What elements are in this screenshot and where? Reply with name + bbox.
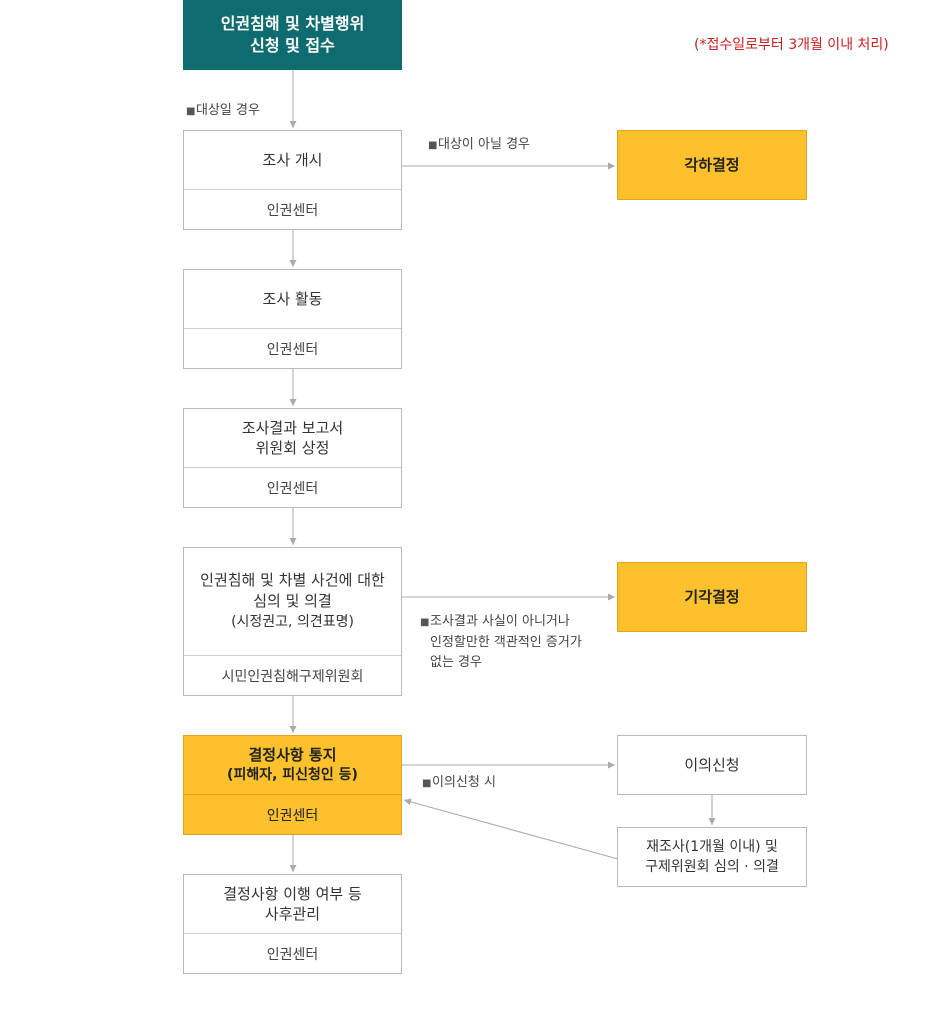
outcome-reinvestigation-line1: 재조사(1개월 이내) 및 bbox=[646, 839, 778, 855]
note-objection-when: ■이의신청 시 bbox=[422, 773, 496, 794]
step-start-org: 인권센터 bbox=[184, 189, 401, 229]
step-follow-line2: 사후관리 bbox=[264, 905, 321, 923]
step-report: 조사결과 보고서 위원회 상정 인권센터 bbox=[183, 408, 402, 508]
note-objection-text: 이의신청 시 bbox=[432, 775, 496, 790]
note-not-eligible: ■대상이 아닐 경우 bbox=[428, 135, 530, 156]
step-notice-org: 인권센터 bbox=[184, 794, 401, 834]
step-notice-line2: (피해자, 피신청인 등) bbox=[227, 767, 358, 783]
note-reject-reason: ■조사결과 사실이 아니거나 인정할만한 객관적인 증거가 없는 경우 bbox=[420, 612, 582, 673]
step-follow-org: 인권센터 bbox=[184, 933, 401, 973]
step-follow-up: 결정사항 이행 여부 등 사후관리 인권센터 bbox=[183, 874, 402, 974]
outcome-objection-label: 이의신청 bbox=[684, 756, 740, 774]
step-investigation-activity: 조사 활동 인권센터 bbox=[183, 269, 402, 369]
step-apply: 인권침해 및 차별행위 신청 및 접수 bbox=[183, 0, 402, 70]
outcome-rejection: 기각결정 bbox=[617, 562, 807, 632]
bullet-icon: ■ bbox=[420, 617, 430, 628]
note-reject-line2: 인정할만한 객관적인 증거가 bbox=[430, 635, 582, 650]
note-reject-line1: 조사결과 사실이 아니거나 bbox=[430, 614, 570, 629]
processing-period-note: (*접수일로부터 3개월 이내 처리) bbox=[694, 37, 889, 53]
bullet-icon: ■ bbox=[428, 140, 438, 151]
step-report-line2: 위원회 상정 bbox=[255, 439, 330, 457]
bullet-icon: ■ bbox=[422, 778, 432, 789]
outcome-rejection-label: 기각결정 bbox=[684, 588, 740, 606]
step-review-line1: 인권침해 및 차별 사건에 대한 bbox=[200, 571, 385, 589]
step-activity-org: 인권센터 bbox=[184, 328, 401, 368]
step-investigation-start: 조사 개시 인권센터 bbox=[183, 130, 402, 230]
step-report-org: 인권센터 bbox=[184, 467, 401, 507]
step-notice: 결정사항 통지 (피해자, 피신청인 등) 인권센터 bbox=[183, 735, 402, 835]
note-reject-line3: 없는 경우 bbox=[430, 655, 482, 670]
bullet-icon: ■ bbox=[186, 106, 196, 117]
note-eligible-text: 대상일 경우 bbox=[196, 103, 260, 118]
step-review-line2: 심의 및 의결 bbox=[253, 592, 332, 610]
step-review-org: 시민인권침해구제위원회 bbox=[184, 655, 401, 695]
outcome-objection: 이의신청 bbox=[617, 735, 807, 795]
note-eligible: ■대상일 경우 bbox=[186, 101, 260, 122]
step-apply-line2: 신청 및 접수 bbox=[250, 36, 335, 55]
outcome-dismissal-label: 각하결정 bbox=[684, 156, 740, 174]
outcome-reinvestigation-line2: 구제위원회 심의 · 의결 bbox=[645, 859, 779, 875]
step-review-line3: (시정권고, 의견표명) bbox=[231, 614, 354, 630]
arrow-reinvestigate-to-notice bbox=[403, 798, 619, 860]
step-activity-title: 조사 활동 bbox=[262, 290, 323, 308]
step-notice-line1: 결정사항 통지 bbox=[248, 746, 337, 764]
step-report-line1: 조사결과 보고서 bbox=[241, 419, 344, 437]
step-review: 인권침해 및 차별 사건에 대한 심의 및 의결 (시정권고, 의견표명) 시민… bbox=[183, 547, 402, 696]
note-not-eligible-text: 대상이 아닐 경우 bbox=[438, 137, 530, 152]
outcome-reinvestigation: 재조사(1개월 이내) 및 구제위원회 심의 · 의결 bbox=[617, 827, 807, 887]
outcome-dismissal: 각하결정 bbox=[617, 130, 807, 200]
step-apply-line1: 인권침해 및 차별행위 bbox=[220, 14, 365, 33]
step-start-title: 조사 개시 bbox=[262, 151, 323, 169]
step-follow-line1: 결정사항 이행 여부 등 bbox=[223, 885, 362, 903]
